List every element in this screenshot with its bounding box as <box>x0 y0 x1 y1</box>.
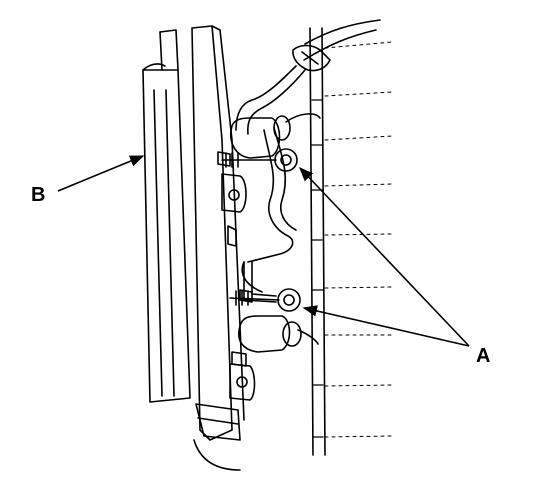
callout-a: A <box>476 345 491 367</box>
mount-tab-lower <box>229 351 256 401</box>
mount-tab-upper <box>221 173 247 247</box>
frame-hatch <box>324 41 393 438</box>
leader-arrow <box>57 155 145 192</box>
lower-connector <box>238 315 319 353</box>
seat-side-panel <box>142 29 191 403</box>
upper-connector <box>230 113 321 159</box>
frame-rail <box>303 19 381 456</box>
leader-arrow <box>302 305 470 347</box>
upright-bracket <box>191 25 245 471</box>
leader-arrow <box>299 166 470 347</box>
bolt-icon <box>229 288 301 312</box>
harness-clip <box>292 44 331 72</box>
wire-harness <box>235 65 306 293</box>
callout-b: B <box>31 184 46 206</box>
